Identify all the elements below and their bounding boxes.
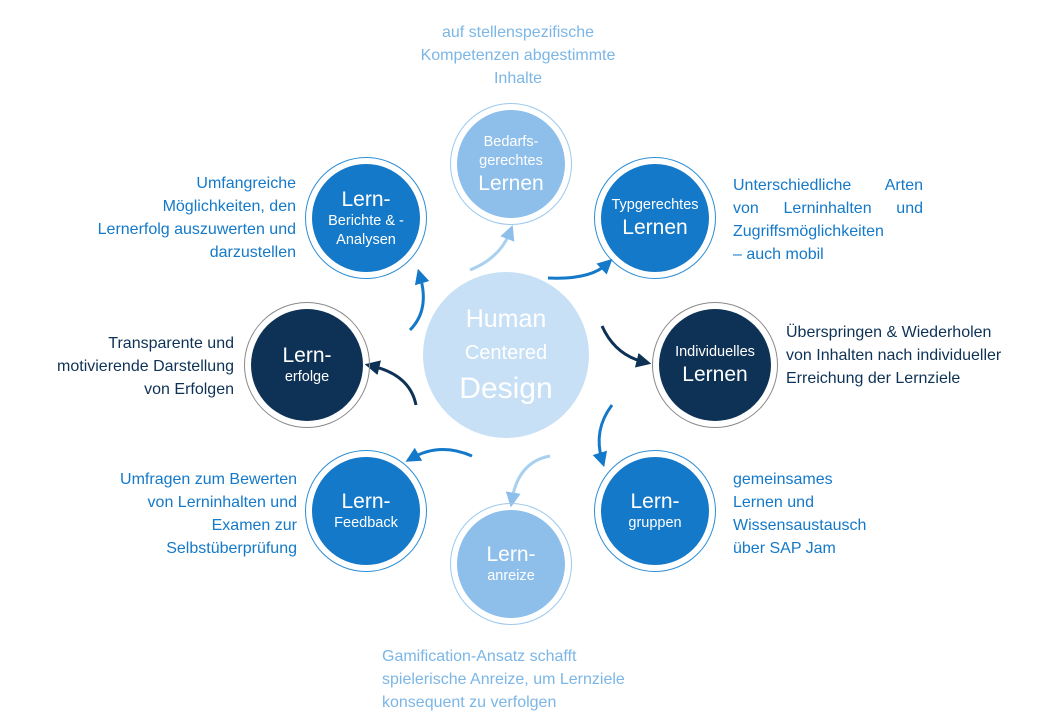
arrow-to-bedarf: [469, 225, 515, 272]
desc-line: Gamification-Ansatz schafft: [382, 648, 577, 665]
desc-line: spielerische Anreize, um Lernziele: [382, 671, 625, 688]
desc-berichte: Umfangreiche Möglichkeiten, den Lernerfo…: [60, 172, 296, 264]
center-title-line3: Design: [459, 372, 553, 405]
node-individuell-label-2: Lernen: [682, 363, 748, 386]
arrow-to-anreize: [505, 454, 551, 508]
desc-line: Lernerfolg auszuwerten und: [97, 221, 296, 238]
node-individuell-label-1: Individuelles: [675, 344, 755, 360]
arrow-to-gruppen: [592, 404, 614, 468]
node-lernanreize: Lern- anreize: [450, 503, 572, 625]
arrow-to-erfolge: [364, 360, 418, 406]
desc-bedarf: auf stellenspezifische Kompetenzen abges…: [380, 21, 656, 90]
desc-line: Zugriffsmöglichkeiten: [733, 223, 884, 240]
desc-line: Kompetenzen abgestimmte: [420, 47, 616, 64]
node-feedback-label-1: Lern-: [341, 490, 391, 513]
node-lerngruppen: Lern- gruppen: [594, 450, 716, 572]
desc-line: Lernen und: [733, 494, 814, 511]
desc-line: Umfangreiche: [196, 175, 296, 192]
node-berichte-label-1: Lern-: [341, 187, 391, 211]
desc-line: Wissensaustausch: [733, 517, 867, 534]
desc-line: konsequent zu verfolgen: [382, 694, 557, 711]
node-bedarf-label-2: gerechtes: [479, 152, 543, 169]
node-gruppen-label-2: gruppen: [628, 515, 682, 531]
node-typ-label-2: Lernen: [622, 216, 688, 239]
desc-line: von Inhalten nach individueller: [786, 347, 1002, 364]
desc-line: – auch mobil: [733, 246, 824, 263]
center-title-line2: Centered: [464, 342, 548, 364]
desc-line: Inhalte: [493, 70, 543, 87]
arrow-to-typ: [547, 258, 613, 280]
desc-line: Examen zur: [211, 517, 297, 534]
desc-line: gemeinsames: [733, 471, 833, 488]
node-typgerechtes-lernen: Typgerechtes Lernen: [594, 157, 716, 279]
node-lernerfolge: Lern- erfolge: [244, 302, 370, 428]
desc-line: Umfragen zum Bewerten: [120, 471, 297, 488]
node-bedarf-label-3: Lernen: [478, 171, 544, 195]
desc-gruppen: gemeinsames Lernen und Wissensaustausch …: [733, 468, 933, 560]
desc-line: von Erfolgen: [144, 381, 234, 398]
node-erfolge-label-2: erfolge: [284, 369, 330, 385]
node-erfolge-label-1: Lern-: [282, 344, 332, 367]
arrow-to-feedback: [405, 447, 473, 462]
desc-erfolge: Transparente und motivierende Darstellun…: [20, 332, 234, 401]
desc-line: motivierende Darstellung: [57, 358, 234, 375]
desc-feedback: Umfragen zum Bewerten von Lerninhalten u…: [70, 468, 297, 560]
node-typ-label-1: Typgerechtes: [611, 197, 699, 213]
desc-line: Unterschiedliche Arten: [733, 177, 923, 194]
node-individuelles-lernen: Individuelles Lernen: [652, 302, 778, 428]
node-anreize-label-2: anreize: [487, 568, 535, 584]
desc-line: über SAP Jam: [733, 540, 836, 557]
center-title-line1: Human: [465, 305, 547, 333]
desc-anreize: Gamification-Ansatz schafft spielerische…: [382, 645, 664, 714]
node-bedarfsgerechtes-lernen: Bedarfs- gerechtes Lernen: [450, 103, 572, 225]
arrow-to-individuell: [600, 325, 652, 368]
node-lern-feedback: Lern- Feedback: [305, 450, 427, 572]
arrow-to-berichte: [408, 268, 430, 332]
desc-line: Selbstüberprüfung: [166, 540, 297, 557]
node-bedarf-label-1: Bedarfs-: [483, 133, 539, 150]
center-circle: Human Centered Design: [423, 272, 589, 438]
node-berichte-label-3: Analysen: [336, 231, 396, 248]
desc-individuell: Überspringen & Wiederholen von Inhalten …: [786, 321, 1044, 390]
desc-line: auf stellenspezifische: [441, 24, 595, 41]
desc-line: Überspringen & Wiederholen: [786, 324, 992, 341]
desc-typ: Unterschiedliche Arten von Lerninhalten …: [733, 174, 923, 266]
desc-line: Erreichung der Lernziele: [786, 370, 961, 387]
node-gruppen-label-1: Lern-: [630, 490, 680, 513]
desc-line: von Lerninhalten und: [147, 494, 297, 511]
desc-line: Möglichkeiten, den: [162, 198, 296, 215]
node-feedback-label-2: Feedback: [334, 515, 398, 531]
desc-line: darzustellen: [209, 244, 296, 261]
node-berichte-label-2: Berichte & -: [328, 212, 404, 229]
desc-line: von Lerninhalten und: [733, 200, 923, 217]
desc-line: Transparente und: [108, 335, 234, 352]
node-lern-berichte-analysen: Lern- Berichte & - Analysen: [305, 157, 427, 279]
node-anreize-label-1: Lern-: [486, 543, 536, 566]
